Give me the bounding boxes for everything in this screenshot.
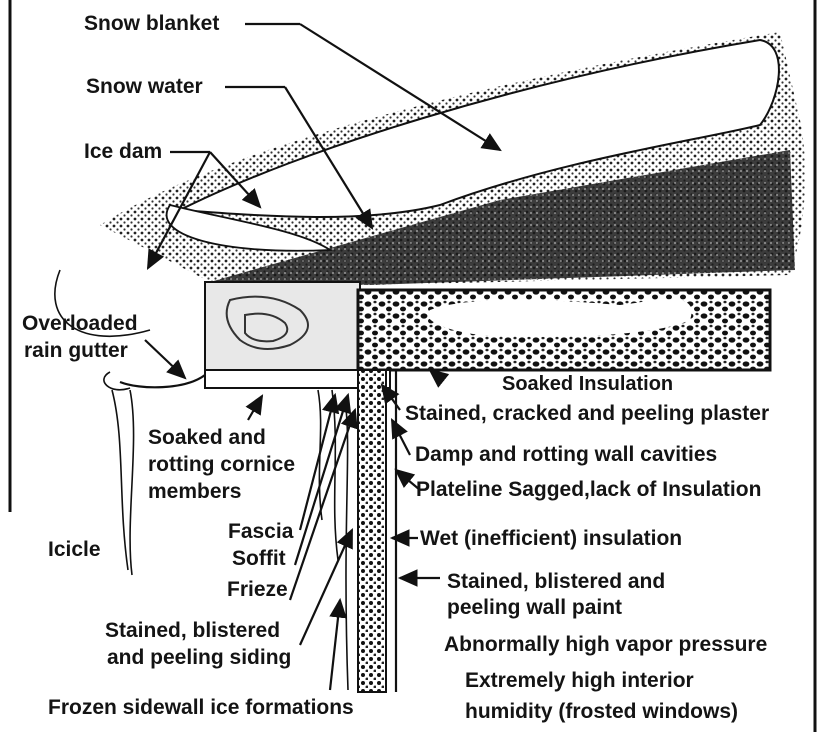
label-soaked-cornice-3: members xyxy=(148,480,241,503)
wall-cavity xyxy=(358,370,386,692)
label-overloaded: Overloaded xyxy=(22,312,138,335)
label-frozen: Frozen sidewall ice formations xyxy=(48,696,354,719)
label-stained-siding-1: Stained, blistered xyxy=(105,619,280,642)
label-snow-blanket: Snow blanket xyxy=(84,12,219,35)
label-humidity-1: Extremely high interior xyxy=(465,669,694,692)
label-soaked-insulation: Soaked Insulation xyxy=(502,373,673,395)
label-ice-dam: Ice dam xyxy=(84,140,162,163)
label-wet-insulation: Wet (inefficient) insulation xyxy=(420,527,682,550)
label-soaked-cornice-2: rotting cornice xyxy=(148,453,295,476)
arrow-icon xyxy=(145,340,185,378)
label-plateline: Plateline Sagged,lack of Insulation xyxy=(416,478,761,501)
label-icicle: Icicle xyxy=(48,538,101,561)
label-frieze: Frieze xyxy=(227,578,288,601)
label-stained-plaster: Stained, cracked and peeling plaster xyxy=(405,402,769,425)
label-stained-siding-2: and peeling siding xyxy=(107,646,291,669)
arrow-icon xyxy=(330,600,340,690)
icicle-shape-2 xyxy=(130,390,134,575)
arrow-icon xyxy=(300,395,335,530)
arrow-icon xyxy=(392,420,410,455)
label-humidity-2: humidity (frosted windows) xyxy=(465,700,738,723)
label-stained-wall-1: Stained, blistered and xyxy=(447,570,665,593)
arrow-icon xyxy=(248,396,262,420)
gutter-lip xyxy=(104,372,130,390)
label-snow-water: Snow water xyxy=(86,75,203,98)
label-rain-gutter: rain gutter xyxy=(24,339,128,362)
label-fascia: Fascia xyxy=(228,520,294,543)
label-soffit: Soffit xyxy=(232,547,286,570)
arrow-icon xyxy=(290,410,355,600)
label-vapor: Abnormally high vapor pressure xyxy=(444,633,767,656)
arrow-icon xyxy=(295,395,348,565)
label-stained-wall-2: peeling wall paint xyxy=(447,596,622,619)
label-soaked-cornice-1: Soaked and xyxy=(148,426,266,449)
rain-gutter xyxy=(120,375,205,387)
cornice-end xyxy=(205,282,360,372)
icicle-shape xyxy=(112,390,128,570)
label-damp-cavities: Damp and rotting wall cavities xyxy=(415,443,717,466)
